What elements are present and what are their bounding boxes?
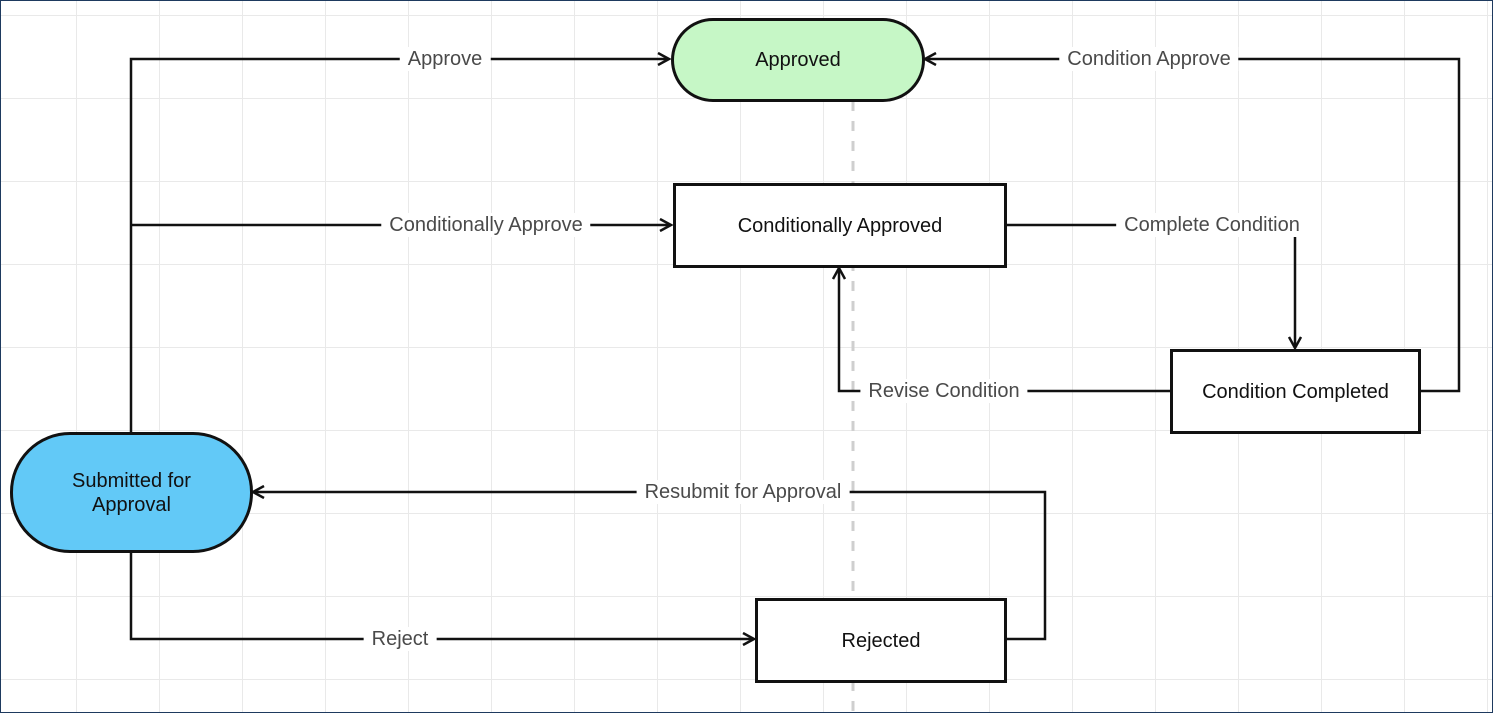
edge-label-resubmit: Resubmit for Approval (636, 480, 850, 504)
node-rejected[interactable]: Rejected (755, 598, 1007, 683)
edge-label-condition-approve: Condition Approve (1059, 47, 1239, 71)
node-rejected-label: Rejected (841, 629, 921, 652)
edge-approve (129, 59, 669, 433)
node-approved-label: Approved (755, 49, 841, 71)
edge-label-approve: Approve (399, 47, 491, 71)
node-conditionally-approved[interactable]: Conditionally Approved (673, 183, 1007, 268)
edge-reject (129, 551, 754, 639)
edge-label-conditionally-approve: Conditionally Approve (381, 213, 591, 237)
node-submitted-label: Submitted for Approval (72, 469, 191, 516)
node-submitted-for-approval[interactable]: Submitted for Approval (10, 432, 253, 553)
node-condition-completed-label: Condition Completed (1202, 380, 1389, 403)
edge-label-reject: Reject (363, 627, 437, 651)
node-conditionally-approved-label: Conditionally Approved (737, 214, 943, 237)
edge-revise-condition (839, 268, 1171, 393)
node-approved[interactable]: Approved (671, 18, 925, 102)
edge-complete-condition (1005, 223, 1295, 348)
edge-label-complete-condition: Complete Condition (1116, 213, 1308, 237)
node-condition-completed[interactable]: Condition Completed (1170, 349, 1421, 434)
edge-label-revise-condition: Revise Condition (860, 379, 1028, 403)
